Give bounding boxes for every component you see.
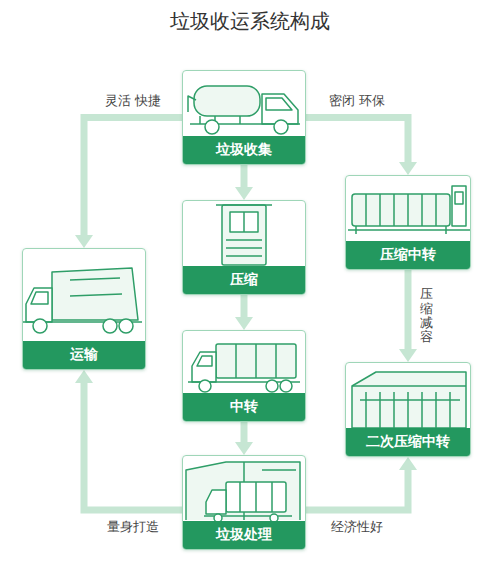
flow-line — [241, 295, 248, 320]
node-label: 中转 — [230, 398, 258, 416]
flow-arrow — [235, 165, 253, 200]
flow-line — [84, 380, 182, 510]
collection-truck — [188, 86, 300, 134]
arrow-head — [235, 317, 253, 330]
process-box: 中转 — [182, 330, 306, 422]
vertical-compactor — [216, 205, 272, 265]
flow-line — [306, 467, 408, 510]
process-box: 垃圾收集 — [182, 70, 306, 165]
arrow-head — [399, 457, 417, 470]
process-box: 二次压缩中转 — [345, 362, 471, 457]
label-band: 垃圾处理 — [183, 521, 305, 549]
arrow-head — [235, 442, 253, 455]
node-label: 垃圾处理 — [216, 526, 272, 544]
flow-arrow — [399, 270, 417, 362]
process-box: 垃圾处理 — [182, 455, 306, 550]
label-band: 二次压缩中转 — [346, 428, 470, 456]
process-box: 运输 — [22, 248, 146, 370]
label-band: 运输 — [23, 341, 145, 369]
edge-label: 灵活 快捷 — [103, 92, 163, 110]
node-label: 二次压缩中转 — [366, 433, 450, 451]
process-box: 压缩中转 — [345, 175, 471, 270]
compactor-truck — [22, 268, 142, 333]
edge-label: 密闭 环保 — [327, 92, 387, 110]
transfer-truck — [188, 344, 300, 392]
flow-arrow — [306, 457, 417, 510]
flow-line — [405, 270, 412, 352]
arrow-head — [75, 370, 93, 383]
label-band: 压缩中转 — [346, 241, 470, 269]
edge-label: 压缩减容 — [420, 287, 433, 344]
node-label: 垃圾收集 — [216, 141, 272, 159]
flow-arrow — [235, 422, 253, 455]
compactor-container — [348, 186, 470, 234]
flow-arrow — [75, 118, 182, 249]
label-band: 中转 — [183, 393, 305, 421]
flow-line — [306, 118, 408, 166]
treatment-plant — [186, 462, 300, 522]
label-band: 垃圾收集 — [183, 136, 305, 164]
edge-label: 量身打造 — [105, 518, 161, 536]
arrow-head — [399, 162, 417, 175]
edge-label: 经济性好 — [329, 518, 385, 536]
node-label: 运输 — [70, 346, 98, 364]
node-label: 压缩 — [230, 271, 258, 289]
flow-line — [241, 422, 248, 445]
label-band: 压缩 — [183, 266, 305, 294]
node-label: 压缩中转 — [380, 246, 436, 264]
flow-line — [241, 165, 248, 190]
flow-arrow — [75, 370, 182, 510]
flow-line — [84, 118, 182, 239]
flow-arrow — [306, 118, 417, 176]
arrow-head — [75, 235, 93, 248]
title: 垃圾收运系统构成 — [0, 8, 500, 35]
flow-arrow — [235, 295, 253, 330]
transfer-building — [352, 372, 466, 428]
process-box: 压缩 — [182, 200, 306, 295]
arrow-head — [235, 187, 253, 200]
arrow-head — [399, 349, 417, 362]
